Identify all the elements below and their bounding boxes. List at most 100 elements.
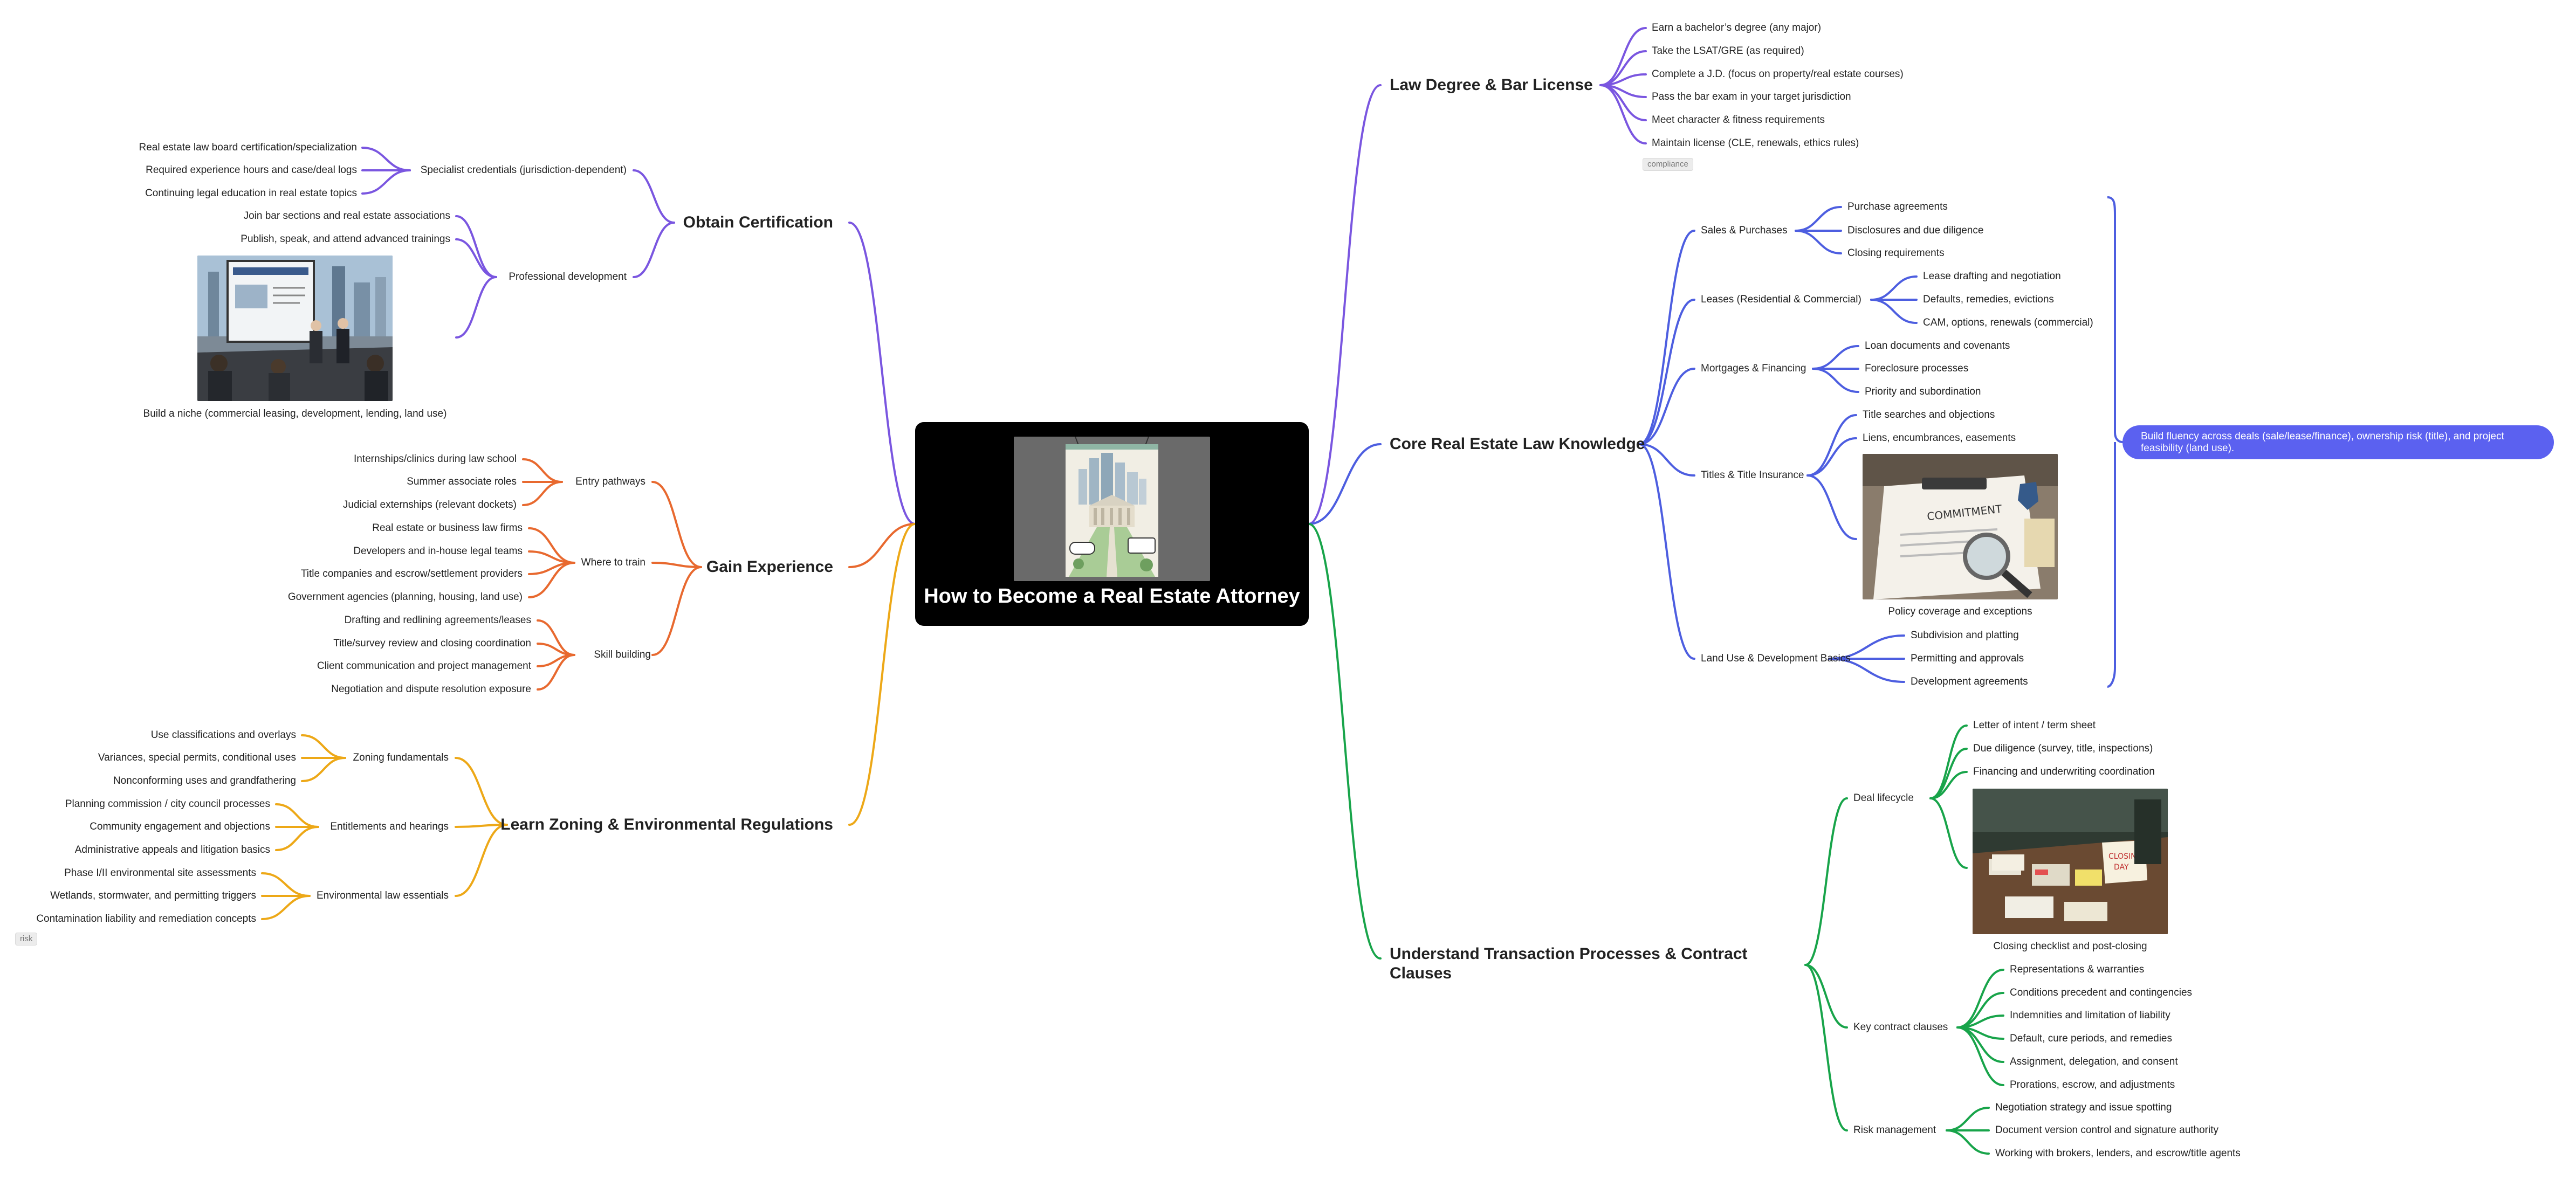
clauses-item-1[interactable]: Representations & warranties: [2010, 964, 2145, 975]
branch-experience[interactable]: Gain Experience: [706, 558, 833, 576]
leases-item-3[interactable]: CAM, options, renewals (commercial): [1923, 317, 2093, 328]
branch-zoning[interactable]: Learn Zoning & Environmental Regulations: [500, 816, 833, 833]
entitlements-item-3[interactable]: Administrative appeals and litigation ba…: [74, 844, 270, 855]
train-item-4[interactable]: Government agencies (planning, housing, …: [287, 591, 523, 603]
mortgages-item-1[interactable]: Loan documents and covenants: [1865, 340, 2010, 351]
skills-item-1[interactable]: Drafting and redlining agreements/leases: [344, 615, 531, 626]
risk-management-topic[interactable]: Risk management: [1853, 1124, 1936, 1136]
land-use-item-3[interactable]: Development agreements: [1911, 676, 2028, 687]
branch-certification[interactable]: Obtain Certification: [683, 213, 833, 231]
land-use-item-2[interactable]: Permitting and approvals: [1911, 653, 2024, 664]
mortgages-item-3[interactable]: Priority and subordination: [1865, 386, 1981, 397]
specialist-item-3[interactable]: Continuing legal education in real estat…: [145, 188, 357, 199]
skills-item-4[interactable]: Negotiation and dispute resolution expos…: [331, 684, 531, 695]
entry-item-2[interactable]: Summer associate roles: [407, 476, 517, 487]
development-item-1[interactable]: Join bar sections and real estate associ…: [243, 210, 450, 222]
branch-transactions[interactable]: Understand Transaction Processes & Contr…: [1390, 945, 1748, 982]
train-item-1[interactable]: Real estate or business law firms: [372, 522, 523, 534]
specialist-item-2[interactable]: Required experience hours and case/deal …: [146, 164, 357, 176]
environmental-item-3[interactable]: Contamination liability and remediation …: [36, 913, 256, 924]
connector-line: [848, 222, 916, 525]
environmental-topic[interactable]: Environmental law essentials: [316, 890, 449, 901]
connector-line: [1929, 771, 1968, 799]
title-commitment-document-illustration: COMMITMENT: [1863, 454, 2058, 599]
central-topic[interactable]: How to Become a Real Estate Attorney: [915, 422, 1309, 626]
fundamentals-item-2[interactable]: Variances, special permits, conditional …: [98, 752, 296, 763]
sales-item-2[interactable]: Disclosures and due diligence: [1847, 225, 1984, 236]
entitlements-item-2[interactable]: Community engagement and objections: [90, 821, 270, 832]
core-summary-callout[interactable]: Build fluency across deals (sale/lease/f…: [2122, 425, 2554, 459]
development-topic[interactable]: Professional development: [509, 271, 627, 282]
lifecycle-item-3[interactable]: Financing and underwriting coordination: [1973, 766, 2155, 777]
land-use-topic[interactable]: Land Use & Development Basics: [1701, 653, 1851, 664]
leases-topic[interactable]: Leases (Residential & Commercial): [1701, 294, 1861, 305]
titles-item-1[interactable]: Title searches and objections: [1863, 409, 1995, 420]
law-degree-item-6[interactable]: Maintain license (CLE, renewals, ethics …: [1652, 137, 1859, 149]
clauses-item-2[interactable]: Conditions precedent and contingencies: [2010, 987, 2193, 998]
connector-line: [1806, 414, 1857, 477]
connector-line: [651, 562, 702, 568]
train-item-3[interactable]: Title companies and escrow/settlement pr…: [300, 568, 523, 579]
fundamentals-item-3[interactable]: Nonconforming uses and grandfathering: [113, 775, 296, 786]
mortgages-topic[interactable]: Mortgages & Financing: [1701, 363, 1806, 374]
connector-line: [361, 147, 411, 171]
clauses-item-6[interactable]: Prorations, escrow, and adjustments: [2010, 1079, 2175, 1091]
titles-topic[interactable]: Titles & Title Insurance: [1701, 470, 1804, 481]
law-degree-item-3[interactable]: Complete a J.D. (focus on property/real …: [1652, 68, 1904, 80]
leases-item-1[interactable]: Lease drafting and negotiation: [1923, 271, 2061, 282]
specialist-item-1[interactable]: Real estate law board certification/spec…: [139, 142, 358, 153]
sales-item-3[interactable]: Closing requirements: [1847, 247, 1945, 259]
entry-item-1[interactable]: Internships/clinics during law school: [353, 453, 517, 465]
connector-line: [301, 757, 346, 782]
connector-line: [301, 734, 346, 759]
clauses-item-3[interactable]: Indemnities and limitation of liability: [2010, 1010, 2170, 1021]
risk-item-1[interactable]: Negotiation strategy and issue spotting: [1995, 1102, 2172, 1113]
law-degree-item-5[interactable]: Meet character & fitness requirements: [1652, 114, 1825, 126]
risk-item-3[interactable]: Working with brokers, lenders, and escro…: [1995, 1148, 2241, 1159]
connector-line: [528, 562, 575, 598]
train-item-2[interactable]: Developers and in-house legal teams: [353, 546, 523, 557]
clauses-item-4[interactable]: Default, cure periods, and remedies: [2010, 1033, 2172, 1044]
skills-item-3[interactable]: Client communication and project managem…: [317, 660, 531, 672]
entitlements-item-1[interactable]: Planning commission / city council proce…: [65, 798, 270, 810]
mortgages-item-2[interactable]: Foreclosure processes: [1865, 363, 1969, 374]
connector-line: [1804, 964, 1848, 1029]
lifecycle-item-1[interactable]: Letter of intent / term sheet: [1973, 720, 2096, 731]
land-use-item-1[interactable]: Subdivision and platting: [1911, 630, 2019, 641]
specialist-topic[interactable]: Specialist credentials (jurisdiction-dep…: [420, 164, 627, 176]
train-topic[interactable]: Where to train: [581, 557, 645, 568]
branch-core-knowledge[interactable]: Core Real Estate Law Knowledge: [1390, 435, 1645, 453]
connector-line: [361, 169, 411, 195]
sales-item-1[interactable]: Purchase agreements: [1847, 201, 1948, 212]
connector-line: [1795, 206, 1842, 232]
connector-line: [1946, 1107, 1990, 1131]
skills-item-2[interactable]: Title/survey review and closing coordina…: [333, 638, 531, 649]
skills-topic[interactable]: Skill building: [594, 649, 651, 660]
connector-line: [275, 826, 319, 851]
sales-purchases-topic[interactable]: Sales & Purchases: [1701, 225, 1788, 236]
fundamentals-topic[interactable]: Zoning fundamentals: [353, 752, 449, 763]
branch-law-degree[interactable]: Law Degree & Bar License: [1390, 76, 1593, 94]
environmental-item-1[interactable]: Phase I/II environmental site assessment…: [64, 867, 256, 879]
conference-presentation-illustration: [197, 256, 393, 401]
titles-item-2[interactable]: Liens, encumbrances, easements: [1863, 432, 2016, 444]
law-degree-item-2[interactable]: Take the LSAT/GRE (as required): [1652, 45, 1804, 57]
law-degree-item-1[interactable]: Earn a bachelor’s degree (any major): [1652, 22, 1822, 33]
development-item-2[interactable]: Publish, speak, and attend advanced trai…: [241, 233, 450, 245]
lifecycle-item-2[interactable]: Due diligence (survey, title, inspection…: [1973, 743, 2153, 754]
fundamentals-item-1[interactable]: Use classifications and overlays: [150, 729, 296, 741]
development-image-caption: Build a niche (commercial leasing, devel…: [143, 408, 447, 419]
clauses-item-5[interactable]: Assignment, delegation, and consent: [2010, 1056, 2178, 1067]
entry-topic[interactable]: Entry pathways: [575, 476, 645, 487]
deal-lifecycle-topic[interactable]: Deal lifecycle: [1853, 792, 1914, 804]
risk-item-2[interactable]: Document version control and signature a…: [1995, 1124, 2219, 1136]
connector-line: [1638, 443, 1695, 660]
leases-item-2[interactable]: Defaults, remedies, evictions: [1923, 294, 2054, 305]
key-clauses-topic[interactable]: Key contract clauses: [1853, 1022, 1948, 1033]
environmental-item-2[interactable]: Wetlands, stormwater, and permitting tri…: [50, 890, 256, 901]
connector-line: [633, 222, 675, 278]
law-degree-item-4[interactable]: Pass the bar exam in your target jurisdi…: [1652, 91, 1851, 102]
entitlements-topic[interactable]: Entitlements and hearings: [330, 821, 449, 832]
entry-item-3[interactable]: Judicial externships (relevant dockets): [342, 499, 517, 510]
connector-line: [1804, 964, 1848, 1131]
